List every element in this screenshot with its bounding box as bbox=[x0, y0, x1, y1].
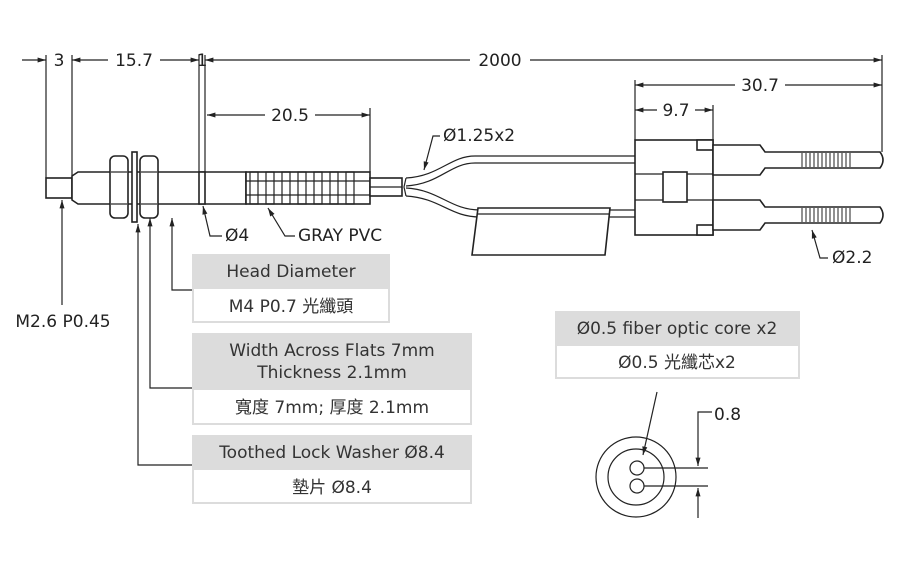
heat-shrink bbox=[471, 207, 611, 256]
head-box-title: Head Diameter bbox=[226, 262, 355, 282]
callouts: Ø1.25x2 Ø2.2 Ø4 GRAY PVC M2.6 P0.45 bbox=[15, 126, 872, 466]
callout-fiber-diameter: Ø1.25x2 bbox=[443, 126, 515, 146]
nut-box: Width Across Flats 7mm Thickness 2.1mm 寬… bbox=[192, 333, 472, 425]
dim-core-pitch: 0.8 bbox=[714, 405, 741, 425]
ferrule-top bbox=[712, 144, 884, 176]
dim-connector-length: 30.7 bbox=[741, 76, 779, 96]
washer-box-body: 墊片 Ø8.4 bbox=[292, 478, 372, 498]
core-box: Ø0.5 fiber optic core x2 Ø0.5 光纖芯x2 bbox=[555, 311, 800, 379]
dim-thread-length: 15.7 bbox=[115, 51, 153, 71]
dim-sleeve-width: 1 bbox=[197, 51, 208, 71]
head-diameter-box: Head Diameter M4 P0.7 光纖頭 bbox=[192, 254, 390, 323]
washer-box: Toothed Lock Washer Ø8.4 墊片 Ø8.4 bbox=[192, 435, 472, 504]
dim-cable-length: 2000 bbox=[478, 51, 521, 71]
hex-nut bbox=[139, 155, 159, 219]
head-box-body: M4 P0.7 光纖頭 bbox=[229, 297, 354, 317]
dim-connector-body: 9.7 bbox=[662, 101, 689, 121]
nut-box-title-1: Width Across Flats 7mm bbox=[229, 341, 434, 361]
ferrule-bottom bbox=[712, 199, 884, 231]
fiber-cables bbox=[403, 155, 635, 256]
hex-nut bbox=[109, 155, 129, 219]
callout-boot-material: GRAY PVC bbox=[298, 226, 382, 246]
dim-tip-length: 3 bbox=[54, 51, 65, 71]
pvc-boot bbox=[245, 171, 371, 205]
top-dimensions: 3 15.7 1 2000 20.5 bbox=[22, 51, 883, 178]
sleeve bbox=[198, 171, 206, 205]
sensor-head bbox=[45, 151, 403, 223]
callout-ferrule-diameter: Ø2.2 bbox=[832, 248, 872, 268]
nut-box-title-2: Thickness 2.1mm bbox=[256, 363, 407, 383]
lock-washer bbox=[131, 151, 138, 223]
fiber-cross-section: 0.8 bbox=[595, 391, 741, 518]
callout-tip-thread: M2.6 P0.45 bbox=[15, 312, 110, 332]
dim-boot-length: 20.5 bbox=[271, 106, 309, 126]
core-box-body: Ø0.5 光纖芯x2 bbox=[618, 353, 736, 373]
nut-box-body: 寬度 7mm; 厚度 2.1mm bbox=[235, 398, 429, 418]
callout-sleeve-diameter: Ø4 bbox=[225, 226, 249, 246]
core-box-title: Ø0.5 fiber optic core x2 bbox=[577, 319, 778, 339]
connector: 30.7 9.7 bbox=[634, 76, 884, 236]
washer-box-title: Toothed Lock Washer Ø8.4 bbox=[218, 443, 445, 463]
